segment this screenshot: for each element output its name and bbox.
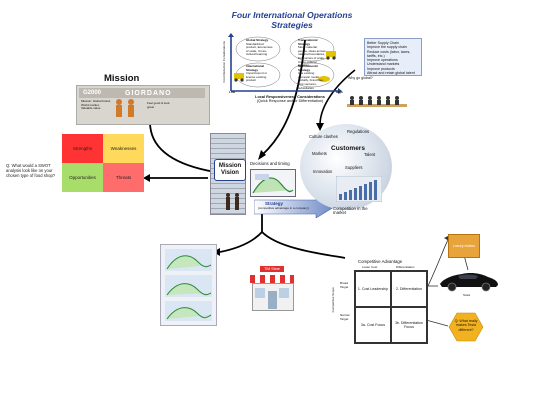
right-branch-line <box>261 231 346 259</box>
scope-label: Competitive Scope <box>331 287 336 313</box>
people-walking-icon <box>226 193 239 210</box>
globe-label-customers: Customers <box>331 145 365 152</box>
globe-caption: Competition in the market <box>333 206 368 216</box>
globe-label-regulations: Regulations <box>347 129 370 134</box>
col-header-lower-cost: Lower Cost <box>362 265 378 269</box>
swot-arrowhead <box>143 174 150 182</box>
competitive-heading: Competitive Advantage <box>358 259 403 264</box>
globe-label-suppliers: Suppliers <box>345 165 363 170</box>
car-icon <box>440 273 498 292</box>
bar-chart-icon <box>336 176 382 202</box>
globe-label-talent: Talent <box>364 152 376 157</box>
swot-opportunities: Opportunities <box>62 163 103 192</box>
cell-cost-leadership: 1. Cost Leadership <box>355 271 391 307</box>
swot-question: Q: What would a SWOT analysis look like … <box>6 163 56 179</box>
question-hexagon <box>448 312 484 342</box>
mission-title: Mission <box>104 73 140 84</box>
axis-low-label: Low <box>229 90 235 94</box>
people-figures-icon <box>116 99 134 117</box>
cell-differentiation: 2. Differentiation <box>391 271 427 307</box>
shop-window <box>279 288 289 298</box>
col-header-differentiation: Differentiation <box>396 265 415 269</box>
people-silhouette-icon <box>347 96 407 107</box>
x-axis-label: Local Responsiveness Considerations(Quic… <box>255 95 325 104</box>
swot-strengths: Strengths <box>62 134 103 163</box>
luxury-box: Luxury motion <box>448 234 480 258</box>
why-global-item: Attract and retain global talent <box>367 71 415 76</box>
globe-label-markets: Markets <box>312 151 327 156</box>
mission-vision-box: Mission Vision <box>214 159 246 181</box>
brand-prefix: G2000 <box>83 90 102 96</box>
cell-cost-focus: 3a. Cost Focus <box>355 307 391 343</box>
why-global-item: Improve operations <box>367 58 398 63</box>
globe-label-culture: Culture clashes <box>309 134 338 139</box>
why-global-heading: Better Supply Chain <box>367 41 399 45</box>
why-global-item: Reduce costs (labor, taxes, tariffs, etc… <box>367 49 411 58</box>
why-global-item: Improve the supply chain <box>367 45 407 50</box>
decisions-chart <box>250 169 296 197</box>
swot-grid: Strengths Weaknesses Opportunities Threa… <box>62 134 144 192</box>
brand-sign: G2000 GIORDANO <box>79 88 205 98</box>
shop-sign: TIM Store <box>260 266 284 272</box>
strategy-label: Strategy <box>265 201 284 206</box>
tesla-question: Q: What really makes Tesla different? <box>454 319 478 332</box>
swot-weaknesses: Weaknesses <box>103 134 144 163</box>
globe-label-innovation: Innovation <box>313 169 333 174</box>
why-global-item: Understand markets <box>367 62 400 67</box>
row-header-broad: Broad Target <box>340 281 349 289</box>
row-header-narrow: Narrow Target <box>340 313 350 321</box>
shop-door <box>268 291 277 309</box>
cell-differentiation-focus: 3b. Differentiation Focus <box>391 307 427 343</box>
why-global-item: Improve products <box>367 66 395 71</box>
mission-to-center-arrow <box>149 121 216 173</box>
brand-name: GIORDANO <box>125 89 172 97</box>
strategy-grid-frame <box>228 33 342 94</box>
y-axis-label: Cost Reduction Considerations <box>222 41 227 83</box>
swot-threats: Threats <box>103 163 144 192</box>
why-global-card: Better Supply Chain Improve the supply c… <box>364 38 422 76</box>
why-global-caption: Why go global? <box>348 76 373 80</box>
competitive-grid: 1. Cost Leadership 2. Differentiation 3a… <box>354 270 428 344</box>
mission-right-text: Feel good & look great <box>147 101 170 109</box>
car-label: Tesla <box>463 293 471 297</box>
lifecycle-chart-image <box>160 244 217 326</box>
left-branch-arrow <box>219 231 263 253</box>
page-title: Four International Operations Strategies <box>231 10 353 30</box>
axis-high-label: High <box>336 90 343 94</box>
shop-image: TIM Store <box>248 266 296 311</box>
mission-image: G2000 GIORDANO Mission: Global brand, Wo… <box>76 85 210 125</box>
mission-left-text: Mission: Global brand, World market, Val… <box>81 99 111 111</box>
shop-window <box>255 288 265 298</box>
strategy-sublabel: (competitive advantage in a company) <box>258 206 309 210</box>
shop-awning <box>250 275 294 283</box>
grid-to-question-line <box>425 319 449 327</box>
luxury-label: Luxury motion <box>452 244 476 248</box>
decisions-label: Decisions and timing <box>250 161 290 166</box>
